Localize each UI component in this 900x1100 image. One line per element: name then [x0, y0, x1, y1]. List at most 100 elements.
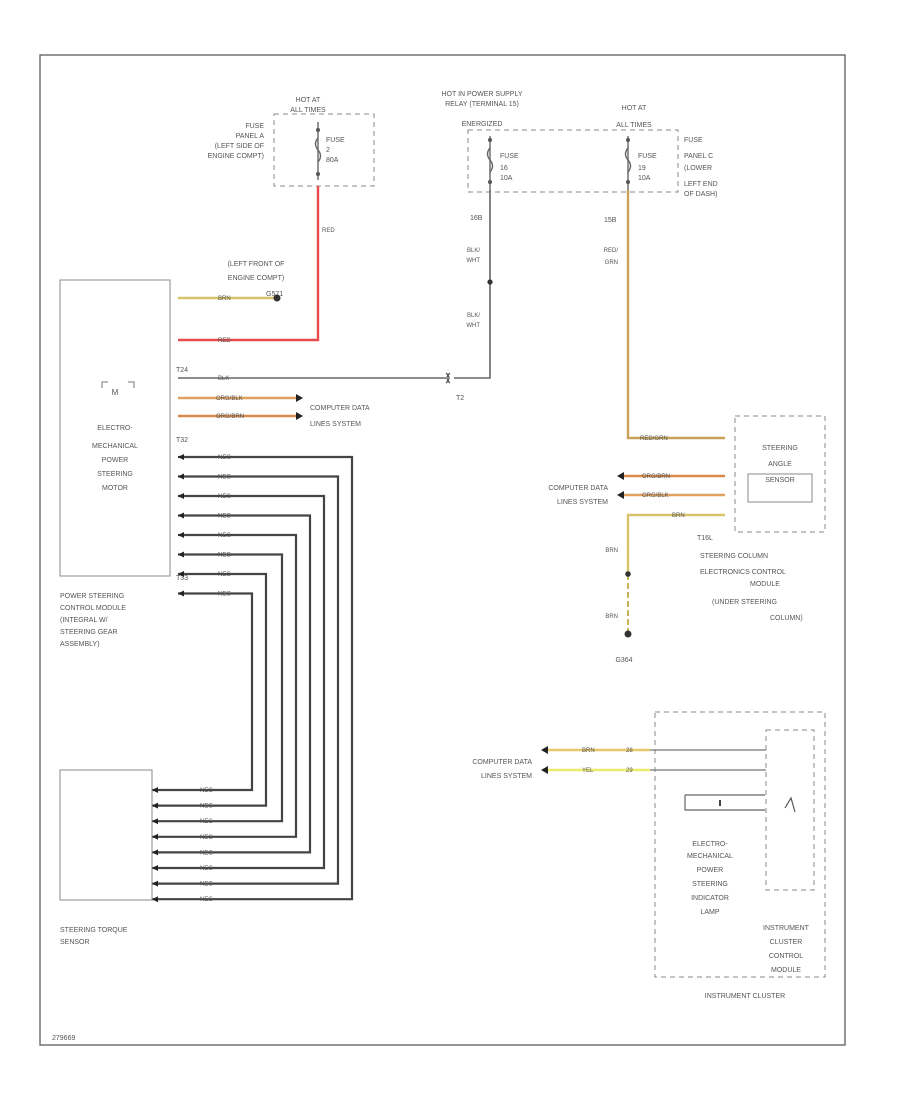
- wire-label-redgrn-2: GRN: [605, 260, 618, 266]
- wire-label-neg-top: NEG: [218, 553, 231, 559]
- wire-label-red-main: RED: [322, 228, 335, 234]
- fuse-panel-c-label-3: (LOWER: [684, 165, 712, 172]
- steering-column-module: STEERING ANGLE SENSOR STEERING COLUMN EL…: [697, 415, 826, 622]
- wire-neg-8: [152, 592, 254, 792]
- pin-16b-label: 16B: [470, 215, 483, 222]
- wire-label-steer-org-brn: ORG/BRN: [642, 474, 670, 480]
- data-lines-ic-2: LINES SYSTEM: [481, 773, 532, 780]
- wire-label-brn-down1: BRN: [605, 548, 618, 554]
- fuse-2-label-1: FUSE: [326, 137, 345, 144]
- torque-sensor-label-1: STEERING TORQUE: [60, 927, 128, 934]
- data-lines-right-1: COMPUTER DATA: [548, 485, 608, 492]
- wire-label-neg-bottom: NEG: [200, 788, 213, 794]
- data-lines-left-1: COMPUTER DATA: [310, 405, 370, 412]
- wire-red-feed: [178, 186, 320, 342]
- data-lines-left-2: LINES SYSTEM: [310, 421, 361, 428]
- fuse-16-label-1: FUSE: [500, 153, 519, 160]
- torque-sensor-box: [59, 769, 153, 901]
- wire-neg-3: [152, 494, 326, 870]
- lamp-label-3: POWER: [697, 867, 723, 874]
- wire-label-neg-top: NEG: [218, 572, 231, 578]
- psm-internal-1: ELECTRO-: [97, 425, 133, 432]
- wire-label-bus-yel: YEL: [582, 768, 594, 774]
- psm-label-5: ASSEMBLY): [60, 641, 100, 648]
- lamp-label-6: LAMP: [700, 909, 719, 916]
- wire-neg-arrow: [152, 818, 158, 825]
- data-lines-ic-1: COMPUTER DATA: [472, 759, 532, 766]
- lamp-label-5: INDICATOR: [691, 895, 729, 902]
- data-lines-right-2: LINES SYSTEM: [557, 499, 608, 506]
- instrument-cluster: ELECTRO- MECHANICAL POWER STEERING INDIC…: [654, 711, 826, 1000]
- psm-label-4: STEERING GEAR: [60, 629, 118, 636]
- fuse-panel-a-label-1: FUSE: [245, 123, 264, 130]
- wire-neg-4: [152, 514, 312, 854]
- wire-neg-6: [152, 553, 284, 823]
- lamp-label-4: STEERING: [692, 881, 728, 888]
- wire-label-neg-top: NEG: [218, 475, 231, 481]
- wire-neg-arrow: [152, 849, 158, 856]
- lamp-label-2: MECHANICAL: [687, 853, 733, 860]
- connector-t16l-label: T16L: [697, 535, 713, 542]
- pin-29-label: 29: [626, 768, 633, 774]
- ic-control-label-1: INSTRUMENT: [763, 925, 810, 932]
- wire-blk-wht-feed: [454, 190, 491, 379]
- instrument-cluster-outer-box: [654, 711, 826, 978]
- wire-neg-1: [152, 455, 354, 901]
- fuse-panel-c-label-4: LEFT END: [684, 181, 718, 188]
- psm-label-2: CONTROL MODULE: [60, 605, 126, 612]
- wire-neg-arrow: [152, 880, 158, 887]
- wire-red-grn: [626, 190, 725, 440]
- hot-power-line2: RELAY (TERMINAL 15): [445, 101, 519, 108]
- ground-right-id: G364: [615, 657, 632, 664]
- svg-text:HOT AT: HOT AT: [296, 97, 321, 104]
- psm-label-1: POWER STEERING: [60, 593, 124, 600]
- wire-label-blkwht-2b: WHT: [466, 323, 480, 329]
- ground-left: (LEFT FRONT OF ENGINE COMPT) G571 BRN: [178, 261, 284, 302]
- wire-neg-7: [152, 572, 268, 807]
- wire-label-neg-bottom: NEG: [200, 866, 213, 872]
- angle-sensor-internal-3: SENSOR: [765, 477, 795, 484]
- svg-text:ALL TIMES: ALL TIMES: [290, 107, 326, 114]
- fuse-left-hot-line2: ALL TIMES: [290, 107, 326, 114]
- fuse-left-hot-line1: HOT AT: [296, 97, 321, 104]
- wire-label-neg-bottom: NEG: [200, 850, 213, 856]
- wire-neg-arrow: [152, 896, 158, 903]
- fuse-2-label-2: 2: [326, 147, 330, 154]
- wire-label-steer-org-blk: ORG/BLK: [642, 493, 669, 499]
- ic-control-label-2: CLUSTER: [770, 939, 803, 946]
- psm-internal-3: POWER: [102, 457, 128, 464]
- wire-label-steer-brn: BRN: [672, 513, 685, 519]
- wire-neg-arrow: [178, 551, 184, 558]
- wire-neg-arrow: [178, 532, 184, 538]
- neg-wire-group: NEGNEGNEGNEGNEGNEGNEGNEGNEGNEGNEGNEGNEGN…: [152, 454, 354, 903]
- steering-column-label-5: COLUMN): [770, 615, 803, 622]
- lamp-label-1: ELECTRO-: [692, 841, 728, 848]
- ic-control-label-3: CONTROL: [769, 953, 803, 960]
- diagram-frame: [39, 54, 846, 1046]
- psm-internal-2: MECHANICAL: [92, 443, 138, 450]
- wire-label-org-blk: ORG/BLK: [216, 396, 243, 402]
- wire-steer-brn: [626, 513, 725, 574]
- fuse-19-label-1: FUSE: [638, 153, 657, 160]
- wire-label-neg-bottom: NEG: [200, 835, 213, 841]
- connector-t2-label: T2: [456, 395, 464, 402]
- psm-internal-5: MOTOR: [102, 485, 128, 492]
- hot-power-line1: HOT IN POWER SUPPLY: [441, 91, 522, 98]
- fuse-panel-a-label-4: ENGINE COMPT): [208, 153, 264, 160]
- ground-left-label-1: (LEFT FRONT OF: [228, 261, 285, 268]
- wire-label-redgrn-1: RED/: [604, 248, 619, 254]
- steering-column-label-3: MODULE: [750, 581, 780, 588]
- wire-label-brn-ground: BRN: [218, 296, 231, 302]
- wire-label-bus-brn: BRN: [582, 748, 595, 754]
- fuse-panel-a-label-3: (LEFT SIDE OF: [215, 143, 264, 150]
- fuse-right-hot-line1: HOT AT: [622, 105, 647, 112]
- fuse-panel-c-label-5: OF DASH): [684, 191, 717, 198]
- wire-label-neg-top: NEG: [218, 514, 231, 520]
- ground-left-id: G571: [266, 291, 283, 298]
- wire-neg-2: [152, 475, 340, 885]
- fuse-right-box: [467, 129, 679, 193]
- wire-label-neg-top: NEG: [218, 455, 231, 461]
- hot-power-line3: ENERGIZED: [462, 121, 503, 128]
- wire-neg-arrow: [178, 571, 184, 577]
- steering-column-box: [734, 415, 826, 533]
